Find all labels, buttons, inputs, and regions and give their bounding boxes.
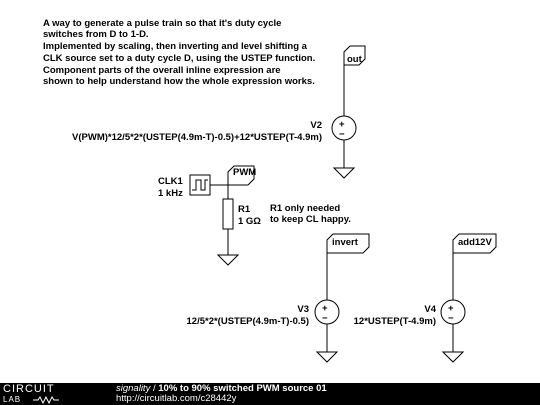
note-line: A way to generate a pulse train so that … [43, 18, 281, 29]
v2-name: V2 [310, 120, 322, 131]
note-line: CLK source set to a duty cycle D, using … [43, 53, 315, 64]
logo-text-lab: LAB [3, 395, 22, 404]
plus-sign: + [448, 303, 454, 314]
clk1-name: CLK1 [158, 176, 184, 187]
v3-expression: 12/5*2*(USTEP(4.9m-T)-0.5) [187, 316, 309, 327]
net-label-out: out [347, 54, 363, 65]
footer-bar: CIRCUIT LAB signality / 10% to 90% switc… [0, 383, 540, 405]
author-link[interactable]: signality [116, 383, 151, 394]
v3-name: V3 [297, 304, 309, 315]
ground-symbol [441, 351, 465, 363]
v4-name: V4 [424, 304, 436, 315]
source-v4[interactable]: add12V + − V4 12*USTEP(T-4.9m) [354, 233, 497, 363]
clock-source-clk1[interactable]: CLK1 1 kHz PWM [158, 165, 256, 199]
minus-sign: − [448, 313, 454, 324]
resistor-symbol [222, 198, 234, 230]
circuit-url[interactable]: http://circuitlab.com/c28442y [116, 393, 237, 404]
circuit-title[interactable]: 10% to 90% switched PWM source 01 [158, 383, 327, 394]
minus-sign: − [322, 313, 328, 324]
ground-symbol [216, 254, 240, 266]
r1-name: R1 [238, 204, 251, 215]
description-note: A way to generate a pulse train so that … [43, 18, 315, 87]
net-label-invert: invert [332, 237, 359, 248]
separator: / [150, 383, 159, 394]
ground-symbol [315, 351, 339, 363]
plus-sign: + [339, 119, 345, 130]
note-line: Component parts of the overall inline ex… [43, 65, 281, 76]
r1-note: R1 only needed to keep CL happy. [270, 203, 351, 225]
resistor-logo-icon [33, 396, 59, 404]
clk1-frequency: 1 kHz [158, 188, 183, 199]
note-line: Implemented by scaling, then inverting a… [43, 41, 308, 52]
plus-sign: + [322, 303, 328, 314]
net-label-pwm: PWM [233, 167, 256, 178]
r1-note-line: to keep CL happy. [270, 214, 351, 225]
clock-symbol [189, 174, 211, 196]
circuit-info: signality / 10% to 90% switched PWM sour… [116, 384, 327, 404]
circuitlab-logo[interactable]: CIRCUIT LAB [3, 384, 103, 404]
logo-text-circuit: CIRCUIT [3, 383, 55, 395]
r1-value: 1 GΩ [238, 216, 261, 227]
note-line: shown to help understand how the whole e… [43, 76, 315, 87]
note-line: switches from D to 1-D. [43, 29, 149, 40]
net-label-add12v: add12V [458, 237, 492, 248]
ground-symbol [332, 167, 356, 179]
source-v3[interactable]: invert + − V3 12/5*2*(USTEP(4.9m-T)-0.5) [187, 233, 370, 363]
resistor-r1[interactable]: R1 1 GΩ [216, 185, 261, 266]
square-wave-icon [192, 179, 208, 191]
schematic-canvas: A way to generate a pulse train so that … [43, 18, 497, 363]
minus-sign: − [339, 129, 345, 140]
v2-expression: V(PWM)*12/5*2*(USTEP(4.9m-T)-0.5)+12*UST… [72, 132, 322, 143]
v4-expression: 12*USTEP(T-4.9m) [354, 316, 436, 327]
source-v2[interactable]: out + − V2 V(PWM)*12/5*2*(USTEP(4.9m-T)-… [72, 45, 366, 179]
r1-note-line: R1 only needed [270, 203, 340, 214]
